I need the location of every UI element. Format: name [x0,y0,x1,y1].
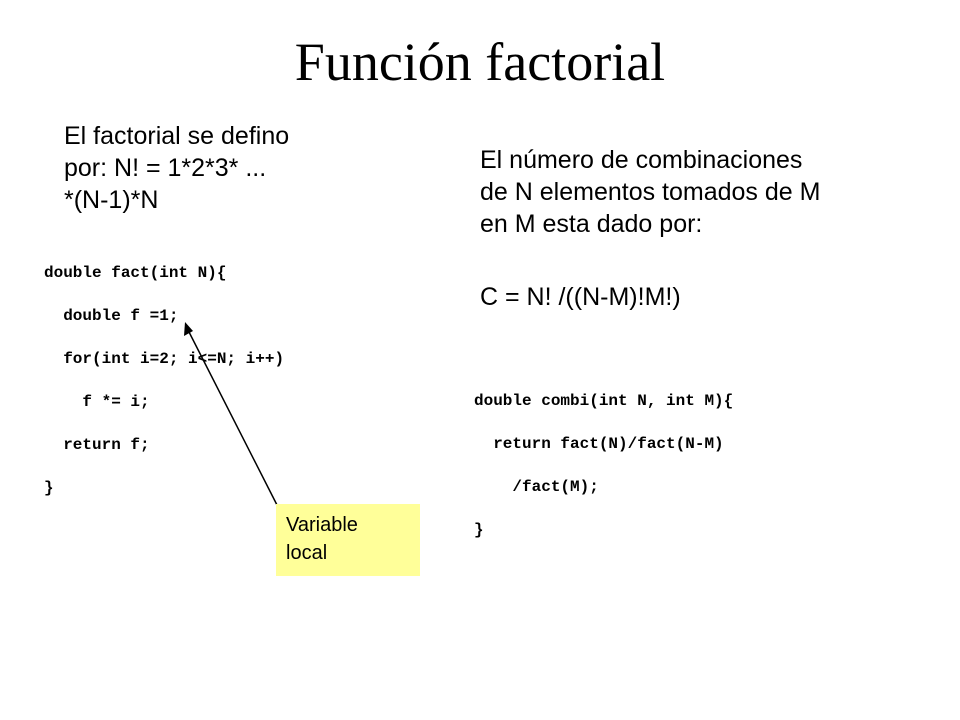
factorial-definition-line-1: El factorial se defino [64,122,290,150]
combi-code-line-4: } [474,521,484,539]
factorial-definition: El factorial se defino por: N! = 1*2*3* … [64,120,374,216]
combinations-definition-line-2: de N elementos tomados de M [480,178,821,206]
fact-code-line-6: } [44,479,54,497]
combinations-definition: El número de combinaciones de N elemento… [480,144,930,240]
fact-code-block: double fact(int N){ double f =1; for(int… [44,264,444,504]
combinations-definition-line-3: en M esta dado por: [480,210,703,238]
slide-title: Función factorial [294,32,666,92]
callout-line-2: local [286,542,328,564]
combi-code-line-3: /fact(M); [474,478,599,496]
combi-code-block: double combi(int N, int M){ return fact(… [474,392,894,552]
combinations-definition-line-1: El número de combinaciones [480,146,803,174]
combinations-formula: C = N! /((N-M)!M!) [480,283,681,311]
fact-code-line-3: for(int i=2; i<=N; i++) [44,350,285,368]
fact-code-line-2: double f =1; [44,307,179,325]
fact-code-line-1: double fact(int N){ [44,264,227,282]
combi-code-line-2: return fact(N)/fact(N-M) [474,435,724,453]
factorial-definition-line-3: *(N-1)*N [64,186,159,214]
combi-code-line-1: double combi(int N, int M){ [474,392,734,410]
fact-code-line-4: f *= i; [44,393,150,411]
fact-code-line-5: return f; [44,436,150,454]
variable-local-callout: Variable local [276,504,420,576]
factorial-definition-line-2: por: N! = 1*2*3* ... [64,154,267,182]
callout-line-1: Variable [286,514,358,536]
